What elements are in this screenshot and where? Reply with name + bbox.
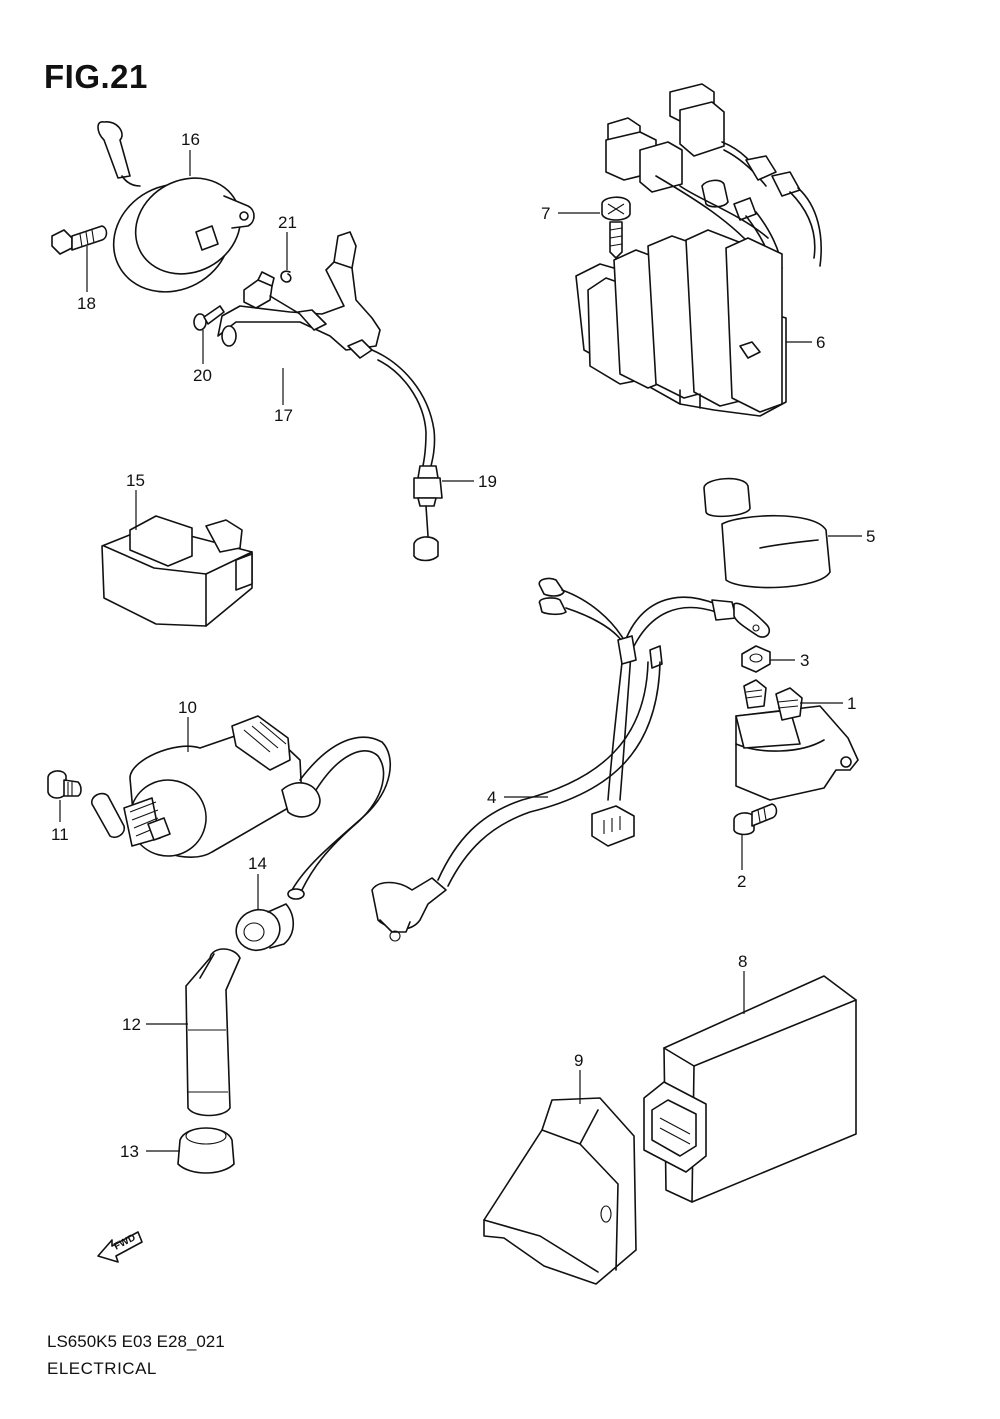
model-code: LS650K5 E03 E28_021	[47, 1332, 225, 1351]
part-16-horn	[97, 121, 255, 293]
part-1-starter-relay	[735, 679, 859, 801]
callout-18: 18	[77, 294, 96, 313]
part-10-ignition-coil	[91, 715, 392, 900]
part-13-cover	[177, 1127, 235, 1174]
callout-13: 13	[120, 1142, 139, 1161]
callout-17: 17	[274, 406, 293, 425]
callout-21: 21	[278, 213, 297, 232]
fwd-arrow: FWD	[97, 1231, 143, 1263]
part-17-bracket	[217, 231, 381, 359]
part-7-screw	[601, 196, 631, 259]
part-14-grommet	[235, 903, 295, 952]
callout-9: 9	[574, 1051, 583, 1070]
callout-10: 10	[178, 698, 197, 717]
callout-6: 6	[816, 333, 825, 352]
part-12-plug-cap	[185, 948, 241, 1117]
callout-14: 14	[248, 854, 267, 873]
section-name: ELECTRICAL	[47, 1359, 157, 1378]
callout-15: 15	[126, 471, 145, 490]
part-6-regulator	[575, 83, 822, 417]
part-8-ecm	[643, 975, 857, 1203]
callout-numbers: 1 2 3 4 5 6 7 8 9 10 11 12 13 14 15 16 1…	[51, 130, 875, 1161]
part-19-switch	[371, 349, 443, 562]
part-3-nut	[741, 645, 771, 673]
callout-19: 19	[478, 472, 497, 491]
part-4-harness	[371, 577, 771, 942]
callout-2: 2	[737, 872, 746, 891]
callout-11: 11	[51, 825, 69, 844]
callout-7: 7	[541, 204, 550, 223]
part-21-clip	[280, 270, 292, 283]
part-5-cap	[703, 477, 831, 589]
part-18-bolt	[51, 225, 108, 255]
figure-title: FIG.21	[44, 58, 148, 95]
part-20-pin	[193, 305, 225, 331]
callout-12: 12	[122, 1015, 141, 1034]
part-2-bolt	[733, 803, 778, 836]
callout-16: 16	[181, 130, 200, 149]
leader-lines	[59, 150, 862, 1152]
part-9-bracket	[483, 1097, 637, 1285]
part-15-relay	[101, 515, 253, 627]
callout-3: 3	[800, 651, 809, 670]
part-11-screw	[47, 770, 82, 799]
callout-20: 20	[193, 366, 212, 385]
callout-8: 8	[738, 952, 747, 971]
callout-1: 1	[847, 694, 856, 713]
callout-4: 4	[487, 788, 496, 807]
callout-5: 5	[866, 527, 875, 546]
